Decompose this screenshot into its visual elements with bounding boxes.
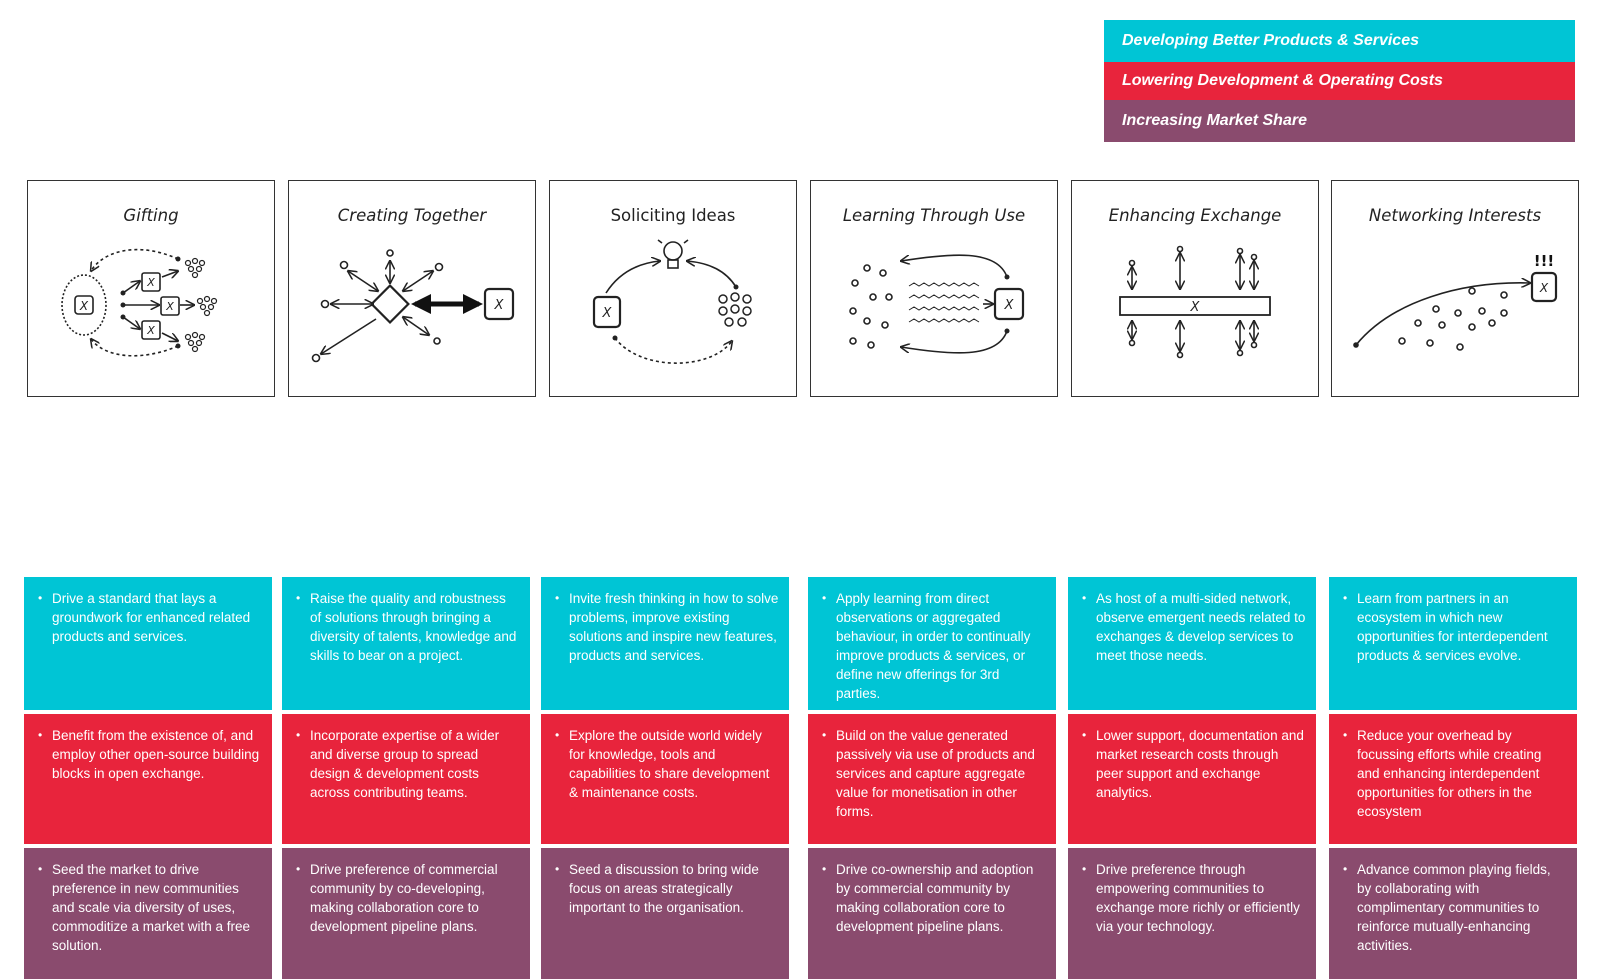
learning-through-use-market-share: •Drive co-ownership and adoption by comm… (808, 848, 1056, 979)
soliciting-ideas-lower-costs: •Explore the outside world widely for kn… (541, 714, 789, 844)
soliciting-ideas-card: Soliciting Ideas X (549, 180, 797, 397)
svg-text:X: X (165, 300, 174, 313)
card-title: Creating Together (337, 206, 487, 225)
column-learning-through-use: Learning Through Use X •Apply learning f… (808, 180, 1058, 979)
learning-through-use-icon: X (849, 254, 1025, 354)
svg-text:X: X (602, 306, 613, 321)
learning-through-use-lower-costs: •Build on the value generated passively … (808, 714, 1056, 844)
enhancing-exchange-better-products: •As host of a multi-sided network, obser… (1068, 577, 1316, 710)
learning-through-use-card: Learning Through Use X (810, 180, 1058, 397)
soliciting-ideas-market-share: •Seed a discussion to bring wide focus o… (541, 848, 789, 979)
creating-together-better-products: •Raise the quality and robustness of sol… (282, 577, 530, 710)
svg-text:X: X (1004, 298, 1015, 313)
gifting-lower-costs: •Benefit from the existence of, and empl… (24, 714, 272, 844)
column-creating-together: Creating Together X •Raise the quality a… (282, 180, 536, 979)
gifting-card: Gifting X X X X (27, 180, 275, 397)
creating-together-icon: X (311, 249, 515, 363)
legend: Developing Better Products & Services Lo… (1104, 20, 1575, 142)
networking-interests-card: Networking Interests X !!! (1331, 180, 1579, 397)
card-title: Gifting (123, 206, 179, 225)
column-enhancing-exchange: Enhancing Exchange X •As host of a multi… (1068, 180, 1319, 979)
svg-text:X: X (1190, 300, 1201, 315)
enhancing-exchange-card: Enhancing Exchange X (1071, 180, 1319, 397)
column-networking-interests: Networking Interests X !!! •Learn from p… (1329, 180, 1579, 979)
legend-item-better-products: Developing Better Products & Services (1104, 20, 1575, 62)
enhancing-exchange-lower-costs: •Lower support, documentation and market… (1068, 714, 1316, 844)
enhancing-exchange-icon: X (1119, 245, 1271, 359)
column-soliciting-ideas: Soliciting Ideas X •Invite fresh thinkin… (541, 180, 797, 979)
soliciting-ideas-icon: X (592, 239, 752, 364)
svg-text:X: X (146, 276, 155, 289)
card-title: Networking Interests (1368, 206, 1542, 225)
gifting-icon: X X X X (61, 248, 218, 357)
networking-interests-icon: X !!! (1353, 252, 1558, 351)
gifting-better-products: •Drive a standard that lays a groundwork… (24, 577, 272, 710)
learning-through-use-better-products: •Apply learning from direct observations… (808, 577, 1056, 710)
enhancing-exchange-market-share: •Drive preference through empowering com… (1068, 848, 1316, 979)
networking-interests-better-products: •Learn from partners in an ecosystem in … (1329, 577, 1577, 710)
networking-interests-market-share: •Advance common playing fields, by colla… (1329, 848, 1577, 979)
card-title: Soliciting Ideas (610, 206, 736, 225)
legend-item-lower-costs: Lowering Development & Operating Costs (1104, 62, 1575, 100)
creating-together-market-share: •Drive preference of commercial communit… (282, 848, 530, 979)
creating-together-lower-costs: •Incorporate expertise of a wider and di… (282, 714, 530, 844)
card-title: Learning Through Use (842, 206, 1026, 225)
gifting-market-share: •Seed the market to drive preference in … (24, 848, 272, 979)
column-gifting: Gifting X X X X (24, 180, 275, 979)
legend-item-market-share: Increasing Market Share (1104, 100, 1575, 142)
svg-text:X: X (1539, 281, 1549, 295)
alert-icon: !!! (1534, 252, 1555, 270)
networking-interests-lower-costs: •Reduce your overhead by focussing effor… (1329, 714, 1577, 844)
svg-text:X: X (146, 324, 155, 337)
creating-together-card: Creating Together X (288, 180, 536, 397)
soliciting-ideas-better-products: •Invite fresh thinking in how to solve p… (541, 577, 789, 710)
card-title: Enhancing Exchange (1108, 206, 1282, 225)
svg-text:X: X (79, 299, 89, 313)
svg-text:X: X (494, 298, 505, 313)
